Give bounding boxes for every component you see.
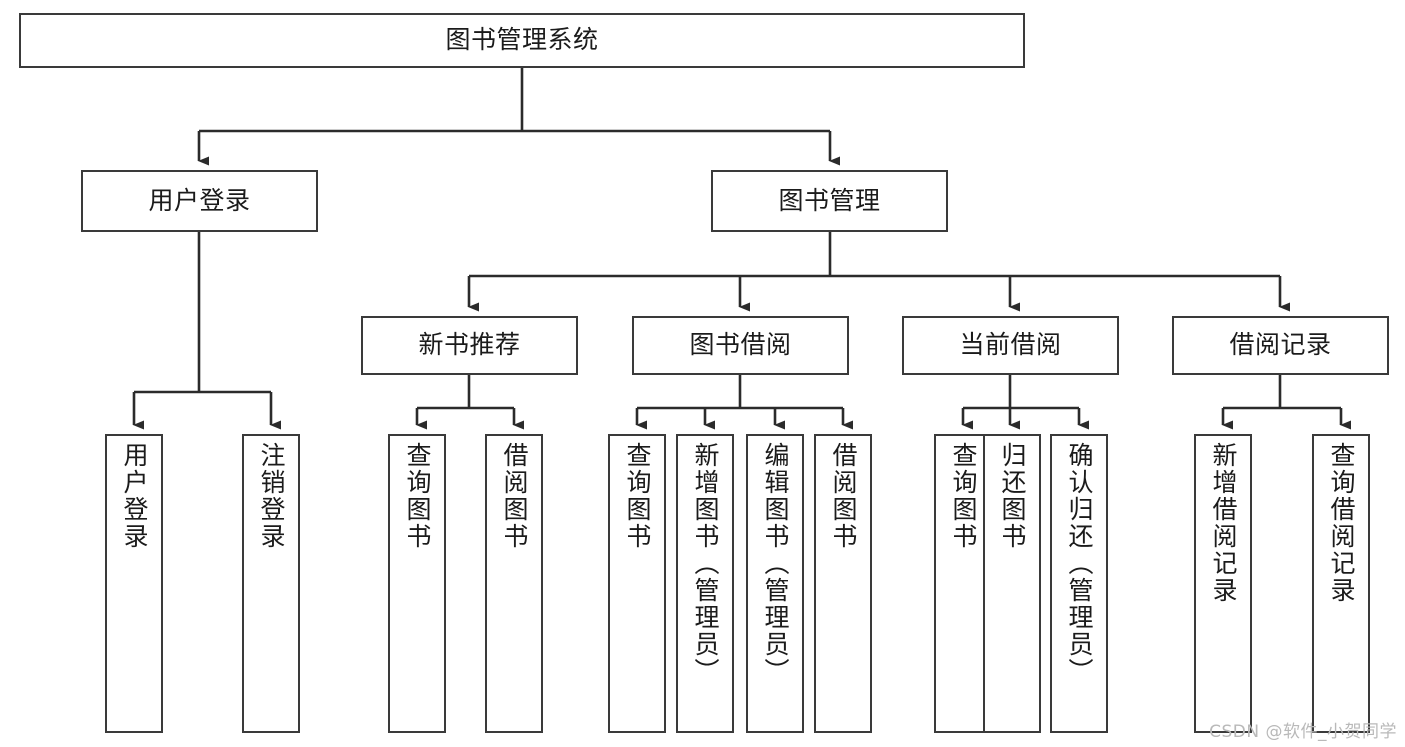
leaf-query-book-borrow[interactable]: 查询图书 xyxy=(608,434,666,733)
node-label: 编辑图书（管理员） xyxy=(761,442,790,685)
node-new-book-recommend[interactable]: 新书推荐 xyxy=(361,316,578,375)
node-label: 图书借阅 xyxy=(689,330,792,360)
node-label: 查询图书 xyxy=(403,442,432,550)
node-user-login[interactable]: 用户登录 xyxy=(81,170,318,232)
node-label: 借阅图书 xyxy=(829,442,858,550)
leaf-return-book[interactable]: 归还图书 xyxy=(983,434,1041,733)
node-label: 用户登录 xyxy=(148,185,251,215)
node-root-system[interactable]: 图书管理系统 xyxy=(19,13,1025,68)
node-book-management[interactable]: 图书管理 xyxy=(711,170,948,232)
leaf-query-book-recommend[interactable]: 查询图书 xyxy=(388,434,446,733)
node-label: 当前借阅 xyxy=(959,330,1062,360)
leaf-edit-book-admin[interactable]: 编辑图书（管理员） xyxy=(746,434,804,733)
node-book-borrow[interactable]: 图书借阅 xyxy=(632,316,849,375)
node-label: 图书管理 xyxy=(778,185,881,215)
node-current-borrow[interactable]: 当前借阅 xyxy=(902,316,1119,375)
node-borrow-record[interactable]: 借阅记录 xyxy=(1172,316,1389,375)
leaf-add-borrow-record[interactable]: 新增借阅记录 xyxy=(1194,434,1252,733)
node-label: 图书管理系统 xyxy=(445,25,599,55)
node-label: 归还图书 xyxy=(998,442,1027,550)
leaf-borrow-book-recommend[interactable]: 借阅图书 xyxy=(485,434,543,733)
node-label: 借阅图书 xyxy=(500,442,529,550)
node-label: 新增借阅记录 xyxy=(1209,442,1238,604)
node-label: 查询借阅记录 xyxy=(1327,442,1356,604)
node-label: 用户登录 xyxy=(120,442,149,550)
leaf-user-login[interactable]: 用户登录 xyxy=(105,434,163,733)
leaf-confirm-return-admin[interactable]: 确认归还（管理员） xyxy=(1050,434,1108,733)
watermark-text: CSDN @软件_小贺同学 xyxy=(1209,722,1397,742)
node-label: 新增图书（管理员） xyxy=(691,442,720,685)
node-label: 注销登录 xyxy=(257,442,286,550)
node-label: 查询图书 xyxy=(949,442,978,550)
node-label: 查询图书 xyxy=(623,442,652,550)
node-label: 借阅记录 xyxy=(1229,330,1332,360)
node-label: 新书推荐 xyxy=(418,330,521,360)
leaf-logout-login[interactable]: 注销登录 xyxy=(242,434,300,733)
node-label: 确认归还（管理员） xyxy=(1065,442,1094,685)
leaf-borrow-book-borrow[interactable]: 借阅图书 xyxy=(814,434,872,733)
leaf-add-book-admin[interactable]: 新增图书（管理员） xyxy=(676,434,734,733)
leaf-query-borrow-record[interactable]: 查询借阅记录 xyxy=(1312,434,1370,733)
